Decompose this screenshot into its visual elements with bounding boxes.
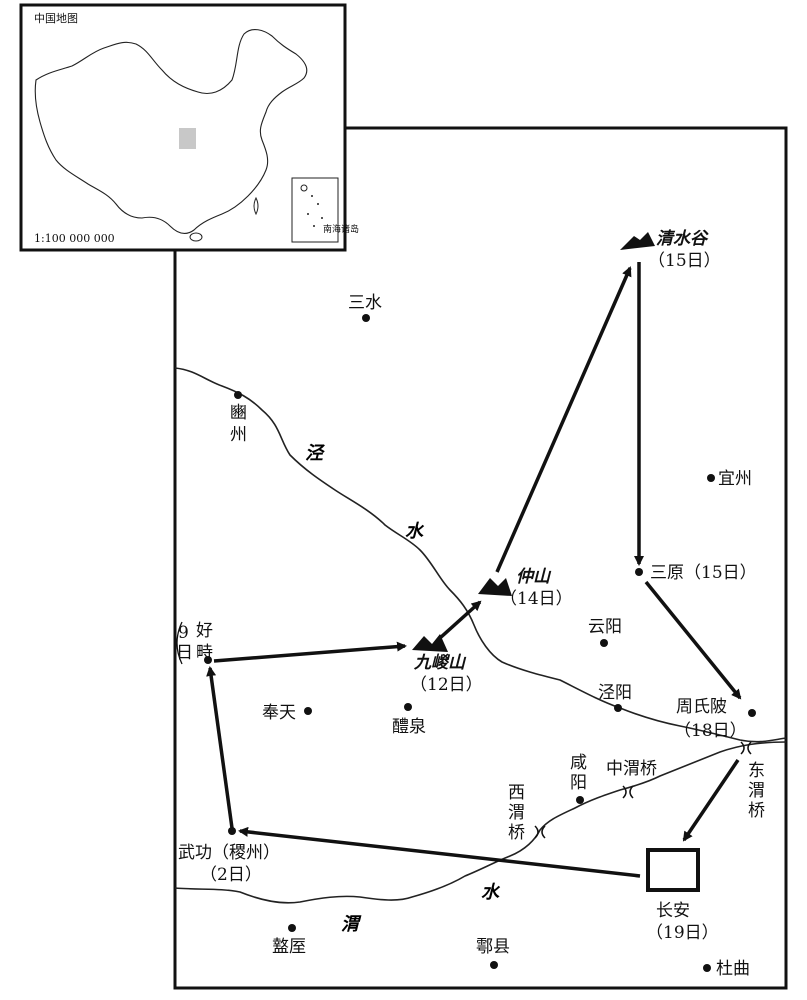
inset-scale: 1:100 000 000 (34, 232, 115, 245)
inset-title: 中国地图 (34, 12, 78, 25)
label-huxian: 鄠县 (476, 937, 510, 957)
zhongshan-mountain-icon (478, 578, 512, 596)
label-haozhi-day-2: 日 (176, 643, 193, 663)
label-xiwei-1: 西 (508, 783, 525, 803)
south-sea-label-1: 南海诸岛 (323, 223, 359, 235)
river-label-wei-2: 水 (481, 882, 501, 903)
dot-duqu (703, 964, 711, 972)
route-changan-to-wugong (238, 826, 641, 878)
label-haozhi-2: 畤 (196, 643, 213, 663)
haozhi-day-bracket (176, 621, 183, 665)
label-zhoushiling-day: （18日） (674, 721, 747, 741)
middle-wei-bridge-mark (622, 785, 634, 799)
dot-xianyang (576, 796, 584, 804)
label-changan-day: （19日） (646, 923, 719, 943)
label-qingshuigu: 清水谷 (656, 229, 709, 249)
dot-huxian (490, 961, 498, 969)
route (206, 262, 742, 878)
taiwan-outline (253, 196, 259, 216)
route-haozhi-to-jiuzong (213, 641, 407, 663)
river-label-jing-2: 水 (405, 521, 425, 542)
label-qingshuigu-day: （15日） (648, 251, 721, 271)
label-yizhou: 宜州 (718, 469, 752, 489)
label-xianyang-2: 阳 (570, 773, 587, 793)
hainan-outline (189, 232, 203, 242)
dot-sanshui (362, 314, 370, 322)
label-sanshui: 三水 (348, 293, 382, 313)
label-zhouzhi: 盩厔 (272, 937, 306, 957)
dot-haozhi (204, 656, 212, 664)
dot-zhoushiling (748, 709, 756, 717)
main-map-frame (173, 126, 788, 990)
label-dongwei-2: 渭 (748, 781, 765, 801)
south-sea-inset (291, 177, 339, 243)
changan-city-square (646, 848, 700, 892)
label-binzhou-2: 州 (230, 425, 247, 445)
label-xianyang-1: 咸 (570, 753, 587, 773)
route-zhongshan-to-qingshuigu (495, 266, 632, 573)
wei-river (174, 741, 787, 904)
dot-sanyuan (635, 568, 643, 576)
label-zhongwei-bridge: 中渭桥 (606, 759, 657, 779)
label-changan: 长安 (656, 901, 690, 921)
jing-river (174, 367, 787, 743)
river-label-wei-1: 渭 (341, 914, 362, 935)
east-wei-bridge-mark (740, 741, 752, 755)
label-zhoushiling: 周氏陂 (676, 697, 727, 717)
label-xiwei-3: 桥 (508, 823, 525, 843)
study-area-marker (179, 128, 196, 149)
label-liquan: 醴泉 (392, 717, 426, 737)
jiuzong-mountain-icon (412, 634, 448, 652)
dot-jingyang (614, 704, 622, 712)
label-wugong: 武功（稷州） (178, 843, 280, 863)
dot-yizhou (707, 474, 715, 482)
label-zhongshan-day: （14日） (500, 589, 573, 609)
label-duqu: 杜曲 (716, 959, 750, 979)
label-haozhi-day-1: 9 (178, 623, 189, 643)
dot-zhouzhi (288, 924, 296, 932)
label-sanyuan: 三原（15日） (650, 563, 757, 583)
label-dongwei-1: 东 (748, 761, 765, 781)
inset-china-map: 中国地图 南海诸岛 1:100 000 000 (19, 3, 359, 252)
dot-liquan (404, 703, 412, 711)
label-xiwei-2: 渭 (508, 803, 525, 823)
label-jiuzong: 九嵕山 (413, 653, 467, 673)
dot-yunyang (600, 639, 608, 647)
route-east-bridge-to-changan (682, 759, 740, 842)
label-wugong-day: （2日） (200, 865, 262, 885)
route-jiuzong-to-zhongshan (438, 600, 482, 640)
label-binzhou-1: 豳 (230, 403, 247, 423)
route-wugong-to-haozhi (206, 666, 234, 829)
south-sea-islands (300, 184, 323, 227)
qingshuigu-mountain-icon (620, 232, 655, 250)
label-yunyang: 云阳 (588, 617, 622, 637)
route-sanyuan-to-zhoushiling (644, 580, 742, 700)
place-dots (204, 314, 756, 972)
label-jingyang: 泾阳 (598, 683, 632, 703)
dot-fengtian (304, 707, 312, 715)
river-label-jing-1: 泾 (305, 443, 325, 464)
label-zhongshan: 仲山 (516, 567, 552, 587)
dot-wugong (228, 827, 236, 835)
label-dongwei-3: 桥 (748, 801, 765, 821)
label-haozhi-1: 好 (196, 621, 213, 641)
label-jiuzong-day: （12日） (410, 675, 483, 695)
dot-binzhou (234, 391, 242, 399)
west-wei-bridge-mark (534, 825, 546, 839)
china-outline (34, 28, 308, 235)
label-fengtian: 奉天 (262, 703, 296, 723)
